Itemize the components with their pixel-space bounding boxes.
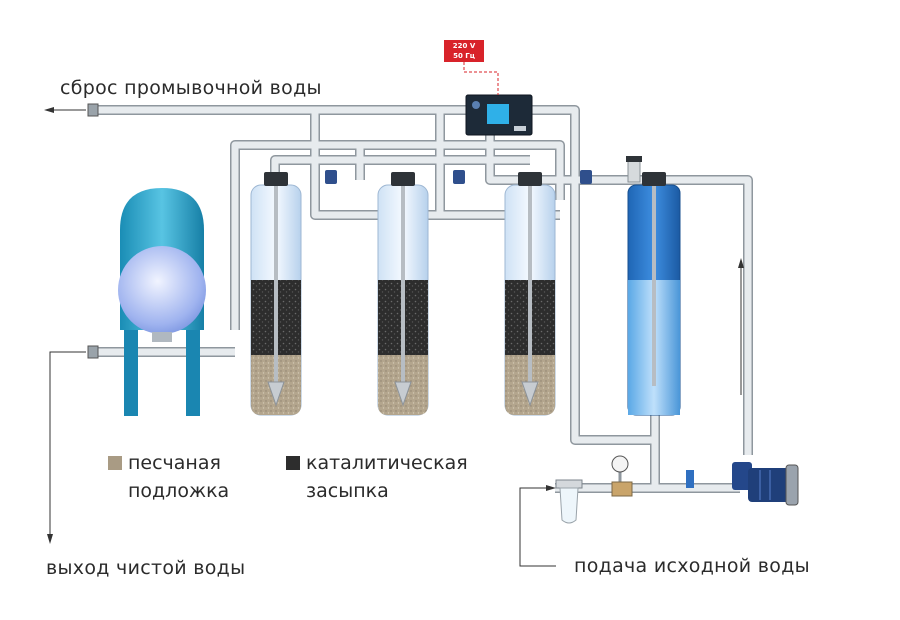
- pressure-gauge: [611, 455, 633, 497]
- valves: [325, 170, 592, 184]
- legend-catalytic-line1: каталитическая: [306, 452, 468, 474]
- pipework: [95, 105, 753, 493]
- power-line: [464, 71, 499, 95]
- drain-connector: [87, 103, 99, 117]
- clean-arrow: [49, 351, 86, 540]
- label-clean-out: выход чистой воды: [46, 557, 246, 579]
- catalytic-swatch: [286, 456, 300, 470]
- feed-arrow: [519, 487, 556, 567]
- legend-sand-line1: песчаная: [128, 452, 221, 474]
- label-feed: подача исходной воды: [574, 555, 810, 577]
- legend-sand: песчаная подложка: [108, 449, 229, 505]
- flow-arrowhead: [738, 258, 744, 268]
- clean-connector: [87, 345, 99, 359]
- controller-box: [465, 94, 533, 136]
- drain-arrowhead: [44, 107, 54, 113]
- sand-swatch: [108, 456, 122, 470]
- legend-catalytic: каталитическая засыпка: [286, 449, 468, 505]
- feed-arrowhead: [546, 485, 556, 491]
- check-valve: [686, 470, 694, 488]
- label-drain: сброс промывочной воды: [60, 77, 322, 99]
- clean-arrowhead: [47, 534, 53, 544]
- legend-sand-line2: подложка: [128, 480, 230, 502]
- pump: [732, 462, 799, 506]
- hydro-accumulator: [118, 188, 206, 416]
- filter-column-2: [377, 172, 429, 416]
- filter-column-3: [504, 172, 556, 416]
- legend-catalytic-line2: засыпка: [306, 480, 389, 502]
- prefilter: [555, 479, 583, 524]
- power-voltage: 220 V: [452, 42, 476, 50]
- aeration-column: [626, 156, 681, 416]
- filter-column-1: [250, 172, 302, 416]
- power-supply-label: 220 V 50 Гц: [444, 40, 484, 62]
- power-frequency: 50 Гц: [453, 52, 475, 60]
